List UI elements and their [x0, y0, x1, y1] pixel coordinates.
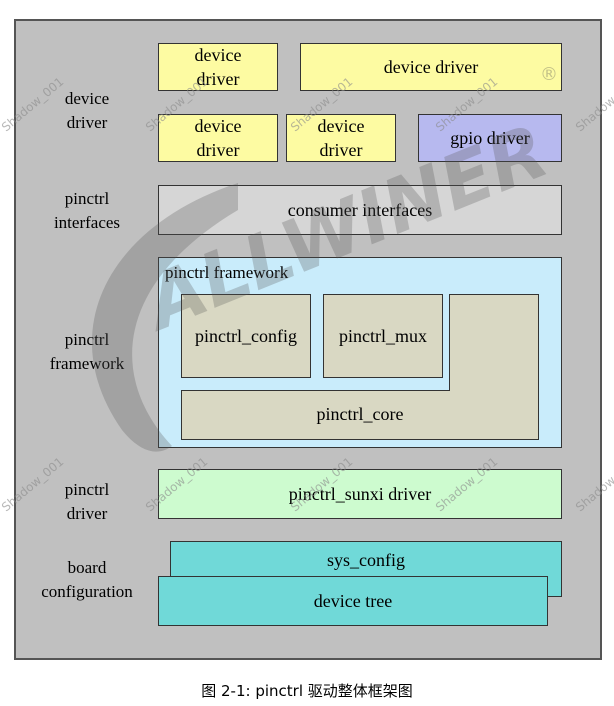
figure-caption: 图 2-1: pinctrl 驱动整体框架图	[201, 682, 413, 700]
pinctrl-config-box: pinctrl_config	[181, 294, 311, 378]
pinctrl-mux-box: pinctrl_mux	[323, 294, 443, 378]
box-label-line: device	[194, 45, 242, 65]
box-label-line: device	[317, 116, 365, 136]
box-label-line: driver	[196, 140, 240, 160]
pinctrl-framework-container: pinctrl framework pinctrl_core pinctrl_c…	[158, 257, 562, 448]
box-label: pinctrl_mux	[339, 326, 427, 346]
layer-label-line: pinctrl	[64, 330, 110, 349]
box-label: device driver	[383, 57, 479, 77]
pinctrl-core-label: pinctrl_core	[316, 404, 404, 424]
layer-label-line: configuration	[41, 582, 133, 601]
device-driver-box: device driver	[286, 114, 396, 162]
layer-label-board-configuration: board configuration	[22, 556, 152, 604]
pinctrl-core-box	[181, 390, 539, 440]
box-label: gpio driver	[450, 128, 530, 148]
gpio-driver-box: gpio driver	[418, 114, 562, 162]
box-label: device tree	[313, 591, 393, 611]
layer-label-device-driver: device driver	[22, 87, 152, 135]
architecture-diagram: device driver pinctrl interfaces pinctrl…	[14, 19, 602, 660]
box-label: pinctrl_config	[195, 326, 297, 346]
box-label: sys_config	[327, 550, 405, 570]
device-driver-box: device driver	[158, 114, 278, 162]
device-driver-wide-box: device driver	[300, 43, 562, 91]
box-label: pinctrl_sunxi driver	[288, 484, 432, 504]
layer-label-pinctrl-framework: pinctrl framework	[22, 328, 152, 376]
layer-label-line: framework	[49, 354, 125, 373]
layer-label-line: board	[67, 558, 107, 577]
layer-label-line: pinctrl	[64, 189, 110, 208]
framework-title: pinctrl framework	[165, 263, 289, 282]
layer-label-pinctrl-interfaces: pinctrl interfaces	[22, 187, 152, 235]
layer-label-pinctrl-driver: pinctrl driver	[22, 478, 152, 526]
box-label: consumer interfaces	[287, 200, 433, 220]
box-label-line: device	[194, 116, 242, 136]
layer-label-line: device	[64, 89, 110, 108]
pinctrl-core-extension	[449, 294, 539, 394]
device-tree-box: device tree	[158, 576, 548, 626]
layer-label-line: driver	[66, 504, 108, 523]
layer-label-line: driver	[66, 113, 108, 132]
layer-label-line: pinctrl	[64, 480, 110, 499]
pinctrl-core-joint	[182, 391, 538, 395]
consumer-interfaces-box: consumer interfaces	[158, 185, 562, 235]
box-label-line: driver	[319, 140, 363, 160]
layer-label-line: interfaces	[53, 213, 121, 232]
box-label-line: driver	[196, 69, 240, 89]
pinctrl-sunxi-driver-box: pinctrl_sunxi driver	[158, 469, 562, 519]
device-driver-box: device driver	[158, 43, 278, 91]
